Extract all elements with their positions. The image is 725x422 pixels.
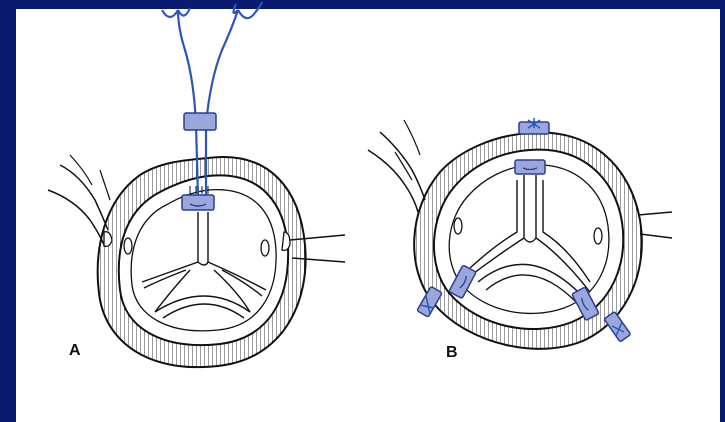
panel-a-vessel-left-2 <box>48 190 104 245</box>
panel-b-outer-pledget-right <box>604 312 631 342</box>
panel-a-left-ostium <box>124 238 132 254</box>
panel-b-drawing <box>368 118 672 349</box>
panel-a-outer-pledget <box>184 113 216 130</box>
panel-b-right-ostium <box>594 228 602 244</box>
panel-b-inner-pledget-top <box>515 160 545 174</box>
panel-a-vessel-left <box>60 165 108 230</box>
panel-b-label: B <box>446 344 458 362</box>
panel-a-right-ostium <box>261 240 269 256</box>
panel-a-label: A <box>69 342 81 360</box>
panel-b-vessel-left <box>380 132 425 200</box>
panel-b-vessel-right <box>638 212 672 238</box>
panel-a-inner-pledget <box>182 195 214 210</box>
panel-a-drawing <box>48 2 345 367</box>
panel-b-left-ostium <box>454 218 462 234</box>
